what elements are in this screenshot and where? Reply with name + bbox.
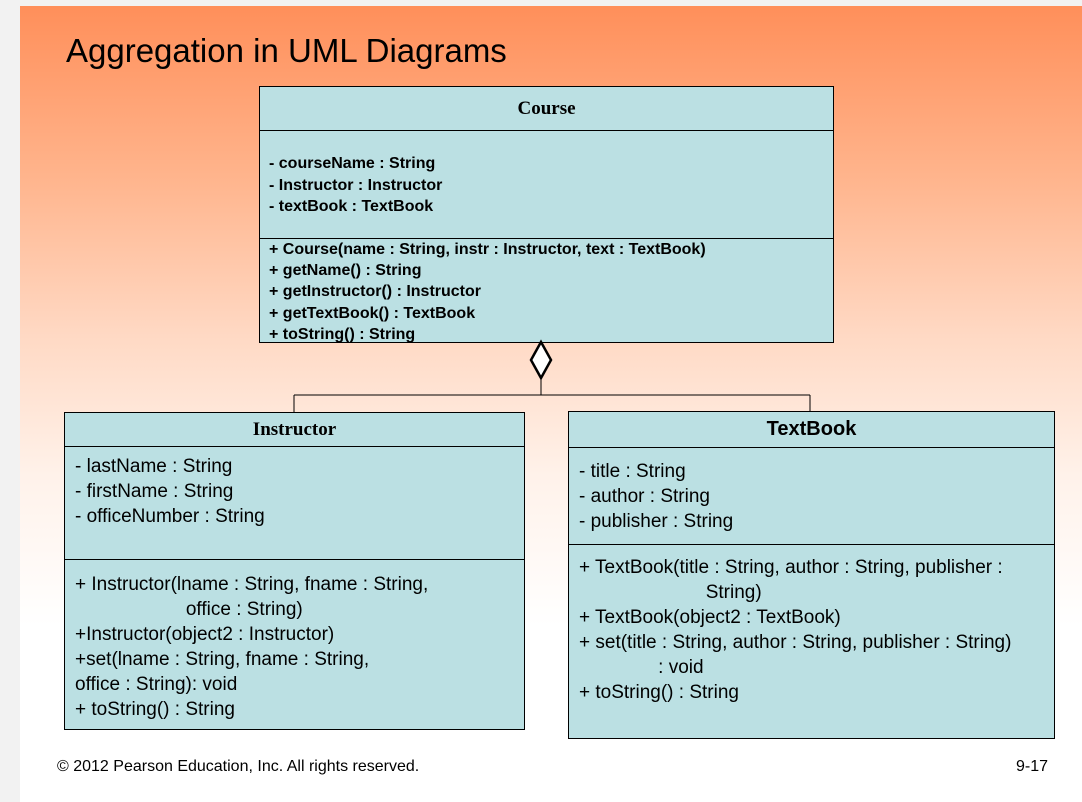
course-class-box: Course - courseName : String - Instructo… [259,86,834,343]
course-operation: + getTextBook() : TextBook [269,304,476,322]
textbook-operation: String) [579,582,762,603]
course-attributes: - courseName : String - Instructor : Ins… [260,153,833,218]
textbook-attribute: - title : String [579,461,686,482]
aggregation-diamond [529,339,553,381]
copyright-notice: © 2012 Pearson Education, Inc. All right… [57,758,420,775]
instructor-attribute: - lastName : String [75,456,233,477]
course-operation: + getInstructor() : Instructor [269,283,482,301]
textbook-operation: + TextBook(title : String, author : Stri… [579,557,1003,578]
textbook-divider [569,544,1054,545]
slide-number: 9-17 [1016,758,1049,775]
slide: Aggregation in UML Diagrams Course - cou… [20,6,1082,802]
textbook-operation: + set(title : String, author : String, p… [579,632,1012,653]
slide-title: Aggregation in UML Diagrams [66,32,507,69]
textbook-class-name: TextBook [569,412,1054,448]
textbook-attribute: - publisher : String [579,511,734,532]
course-operation: + Course(name : String, instr : Instruct… [269,241,706,258]
textbook-operation: + toString() : String [579,682,739,703]
instructor-attribute: - officeNumber : String [75,506,265,527]
course-attribute: - courseName : String [269,155,436,172]
textbook-class-box: TextBook - title : String - author : Str… [568,411,1055,739]
instructor-divider [65,559,524,560]
course-attribute: - Instructor : Instructor [269,176,443,194]
course-attribute: - textBook : TextBook [269,198,434,215]
textbook-attribute: - author : String [579,486,710,507]
instructor-operation: office : String): void [75,674,238,695]
course-operation: + toString() : String [269,325,416,343]
instructor-attribute: - firstName : String [75,481,234,502]
textbook-operation: : void [579,657,704,678]
instructor-operation: + Instructor(lname : String, fname : Str… [75,574,429,595]
textbook-operations: + TextBook(title : String, author : Stri… [569,555,1054,705]
aggregation-connectors [293,339,811,412]
instructor-class-name: Instructor [65,413,524,447]
instructor-operation: + toString() : String [75,699,235,720]
course-operations: + Course(name : String, instr : Instruct… [260,239,833,345]
instructor-attributes: - lastName : String - firstName : String… [65,454,524,529]
instructor-operation: +set(lname : String, fname : String, [75,649,370,670]
course-operation: + getName() : String [269,262,422,280]
textbook-operation: + TextBook(object2 : TextBook) [579,607,841,628]
instructor-operations: + Instructor(lname : String, fname : Str… [65,572,524,722]
instructor-class-box: Instructor - lastName : String - firstNa… [64,412,525,730]
textbook-attributes: - title : String - author : String - pub… [569,459,1054,534]
instructor-operation: office : String) [75,599,303,620]
course-class-name: Course [260,87,833,131]
course-divider [260,238,833,239]
instructor-operation: +Instructor(object2 : Instructor) [75,624,335,645]
